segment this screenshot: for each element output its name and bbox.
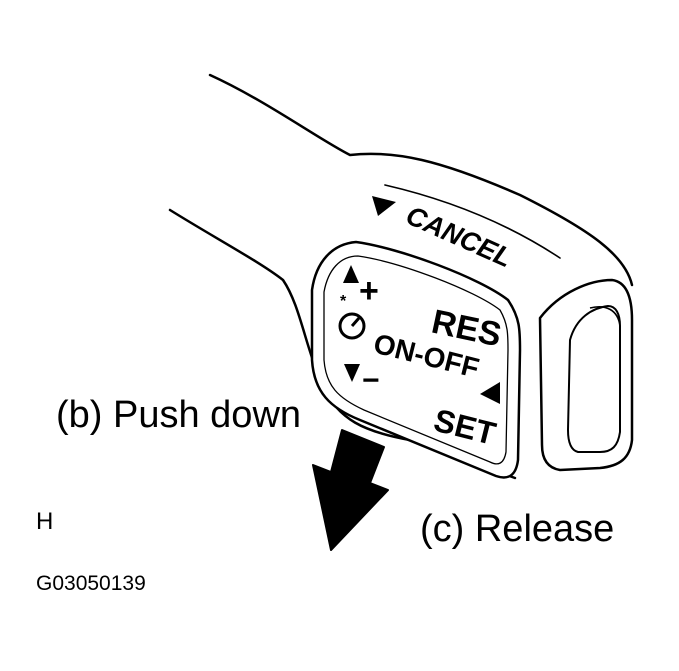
lever-control-face (310, 240, 522, 479)
minus-marking: − (344, 364, 380, 397)
view-letter: H (36, 508, 54, 535)
set-triangle-icon (480, 382, 500, 404)
arrow-down-icon (312, 429, 389, 551)
release-label: (c) Release (420, 508, 615, 550)
plus-label: + (359, 272, 379, 310)
cancel-triangle-icon (372, 196, 396, 216)
figure-code: G03050139 (36, 572, 146, 595)
svg-text:*: * (340, 293, 347, 310)
speedometer-icon: * (338, 293, 366, 340)
lever-end-cap (538, 278, 634, 472)
push-down-label: (b) Push down (56, 394, 302, 436)
down-triangle-icon (344, 364, 360, 382)
up-triangle-icon (343, 265, 359, 283)
minus-label: − (362, 364, 380, 397)
plus-marking: + (343, 265, 379, 310)
lever-stalk (168, 73, 634, 480)
